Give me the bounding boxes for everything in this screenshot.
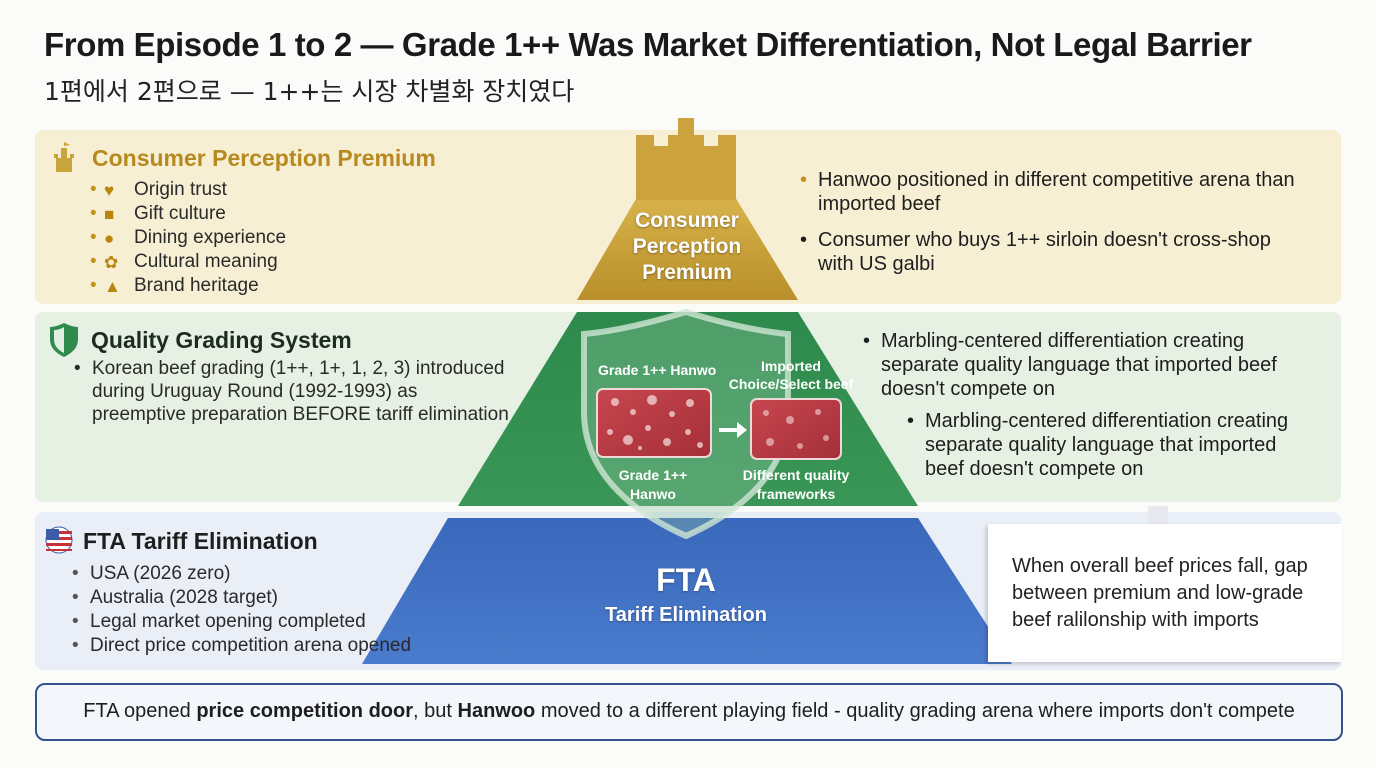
quality-point-2: Marbling-centered differentiation creati… [907, 409, 1307, 481]
list-item: ■Gift culture [88, 202, 286, 226]
pyramid-sublabel-fta: Tariff Elimination [605, 604, 767, 626]
tier-title-consumer-perception: Consumer Perception Premium [92, 145, 436, 171]
shield-label-hanwoo-bottom: Grade 1++ Hanwo [618, 467, 688, 502]
castle-tower-icon [636, 118, 736, 200]
list-item: USA (2026 zero) [68, 562, 411, 586]
list-item: Direct price competition arena opened [68, 634, 411, 658]
fta-list: USA (2026 zero) Australia (2028 target) … [68, 562, 411, 658]
conclusion-text: FTA opened price competition door, but H… [83, 700, 1295, 722]
callout-text: When overall beef prices fall, gap betwe… [1012, 555, 1308, 631]
shield-label-hanwoo-top: Grade 1++ Hanwo [598, 362, 717, 378]
page-title: From Episode 1 to 2 — Grade 1++ Was Mark… [44, 26, 1252, 63]
hand-heart-icon: ♥ [104, 181, 115, 200]
us-flag-icon [45, 526, 73, 554]
pyramid-tier-fta [362, 518, 1012, 664]
quality-grading-item: Korean beef grading (1++, 1+, 1, 2, 3) i… [74, 357, 514, 426]
tier-title-quality-grading: Quality Grading System [91, 327, 352, 353]
list-item: Legal market opening completed [68, 610, 411, 634]
list-item: ▲Brand heritage [88, 274, 286, 298]
list-item: ♥Origin trust [88, 178, 286, 202]
brand-icon: ▲ [104, 277, 121, 296]
shield-label-imported-top: Imported Choice/Select beef [728, 358, 854, 392]
callout-note [988, 524, 1342, 662]
pyramid-label-fta: FTA [656, 562, 716, 598]
pyramid-tier-consumer [577, 192, 798, 300]
quality-point-1: Marbling-centered differentiation creati… [863, 329, 1323, 401]
tier-title-fta: FTA Tariff Elimination [83, 528, 318, 554]
list-item: Australia (2028 target) [68, 586, 411, 610]
pyramid-label-consumer: Consumer Perception Premium [632, 209, 742, 284]
arrow-right-icon [719, 422, 747, 438]
dining-icon: ● [104, 229, 115, 248]
consumer-perception-list: ♥Origin trust ■Gift culture ●Dining expe… [88, 178, 286, 298]
consumer-point-1: Hanwoo positioned in different competiti… [800, 168, 1300, 216]
conclusion-banner [35, 683, 1343, 741]
castle-icon [54, 142, 74, 172]
cultural-icon: ✿ [104, 253, 119, 272]
imported-beef-image [750, 398, 842, 460]
list-item: ●Dining experience [88, 226, 286, 250]
page-subtitle: 1편에서 2편으로 — 1++는 시장 차별화 장치였다 [44, 77, 575, 106]
shield-label-frameworks: Different quality frameworks [742, 467, 850, 502]
list-item: ✿Cultural meaning [88, 250, 286, 274]
consumer-point-2: Consumer who buys 1++ sirloin doesn't cr… [800, 228, 1300, 276]
gift-icon: ■ [104, 205, 115, 224]
shield-icon [50, 323, 78, 357]
